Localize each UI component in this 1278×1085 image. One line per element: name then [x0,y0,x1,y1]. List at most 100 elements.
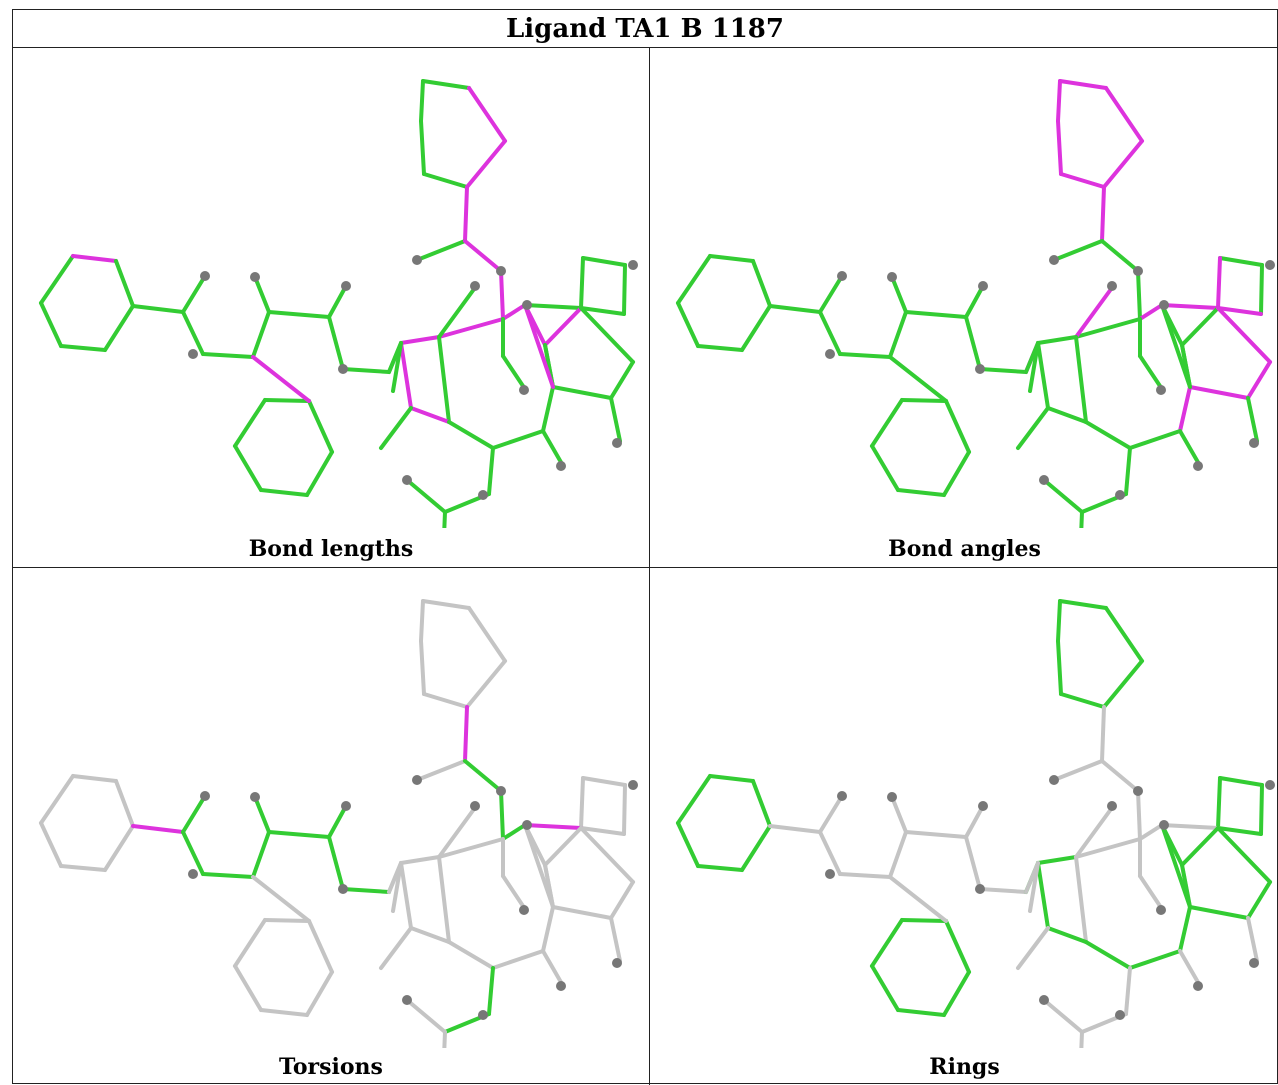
bond-bigRing-1 [409,926,451,944]
bond-ring1-4 [696,344,744,352]
bond-subs-0 [1246,396,1259,443]
atom-10 [1249,438,1259,448]
bond-chainC-0 [888,875,948,923]
bond-bigRing-4 [1178,385,1192,433]
bond-ring3-0 [1058,599,1108,610]
atom-5 [1159,820,1169,830]
atom-0 [200,791,210,801]
bond-ring3-5 [1056,79,1062,123]
bond-chainC-0 [251,355,311,403]
bond-chainA-3 [201,352,255,359]
bond-cage-5 [523,303,583,310]
bond-ring2-4 [233,964,263,1012]
bond-chainA-2 [818,830,842,876]
bond-ring1-1 [71,774,118,783]
bond-ring1-2 [114,259,135,308]
bond-ring2-4 [233,444,263,492]
bond-chainA-1 [181,794,207,834]
bond-cage-1 [437,837,505,859]
atom-12 [1193,461,1203,471]
bond-subs-1 [541,949,564,986]
bond-ring1-4 [696,864,744,872]
bond-ring3-0 [421,599,471,610]
atom-4 [496,786,506,796]
bond-top-0 [1100,185,1106,243]
atom-8 [975,884,985,894]
bond-chainB-5 [341,367,391,374]
bond-cageRing-2 [579,306,635,364]
bond-ring1-3 [740,824,772,872]
molecule-bond-lengths [39,79,638,528]
bond-subs-8 [387,861,403,894]
atom-2 [341,801,351,811]
bond-chainB-3 [327,804,348,839]
bond-ring2-5 [870,918,904,968]
bond-chainA-1 [818,794,844,834]
atom-12 [556,981,566,991]
atom-3 [412,775,422,785]
bond-bigRing-3 [491,949,545,970]
bond-bigRing-1 [409,406,451,424]
bond-subs-7 [379,406,413,450]
bond-cage-5 [1160,303,1220,310]
bond-ring2-5 [233,918,267,968]
bond-top-0 [463,705,469,763]
bond-bigRing-4 [541,905,555,953]
bond-cage-8 [437,803,479,859]
bond-top-0 [463,185,469,243]
bond-cage-2 [1036,855,1078,865]
bond-top-0 [1100,705,1106,763]
atom-11 [628,780,638,790]
atom-10 [612,958,622,968]
atoms [188,775,638,1020]
atom-4 [496,266,506,276]
bond-ring1-5 [39,301,63,348]
bond-chainA-3 [201,872,255,879]
caption-rings: Rings [929,1054,1000,1080]
bond-chainB-2 [904,830,968,839]
bond-cageRing-2 [1216,826,1272,884]
bond-cageRing-2 [579,826,635,884]
bond-chainB-4 [964,315,982,371]
bond-subs-0 [609,916,622,963]
bond-subs-2 [1124,966,1132,1016]
bond-chainA-0 [131,824,185,834]
bond-top-2 [463,239,503,273]
bond-ring1-5 [676,821,700,868]
atom-2 [341,281,351,291]
bond-ring2-5 [233,398,267,448]
bond-bigRing-2 [1084,940,1132,970]
bond-cageRing-3 [609,360,635,400]
atom-9 [1156,385,1166,395]
bond-ring1-1 [708,774,755,783]
bond-chainB-0 [251,830,271,879]
bond-cage-7 [1138,874,1162,908]
bond-top-2 [1100,759,1140,793]
bond-subs-2 [487,966,495,1016]
bond-ring2-2 [942,450,971,497]
bond-sq-0 [1218,256,1264,267]
bond-chainB-5 [341,887,391,894]
bond-ring3-2 [465,139,507,189]
bond-chainA-2 [181,830,205,876]
atom-9 [519,385,529,395]
bond-cage-9 [437,335,451,424]
bond-sq-1 [622,263,627,316]
atom-12 [556,461,566,471]
bond-chainB-1 [253,275,271,314]
molecule-rings [676,599,1275,1048]
bond-cage-0 [1136,789,1142,841]
bond-bigRing-5 [523,303,555,389]
bond-ring2-5 [870,398,904,448]
bond-ring2-2 [942,970,971,1017]
bond-bigRing-0 [399,341,413,410]
bond-cageRing-3 [1246,880,1272,920]
bond-chainB-1 [890,275,908,314]
atom-3 [412,255,422,265]
atom-10 [1249,958,1259,968]
bond-ring3-5 [419,79,425,123]
bond-subs-8 [387,341,403,374]
molecule-torsions [39,599,638,1048]
bond-ring3-2 [1102,659,1144,709]
bond-cage-4 [1138,823,1164,841]
